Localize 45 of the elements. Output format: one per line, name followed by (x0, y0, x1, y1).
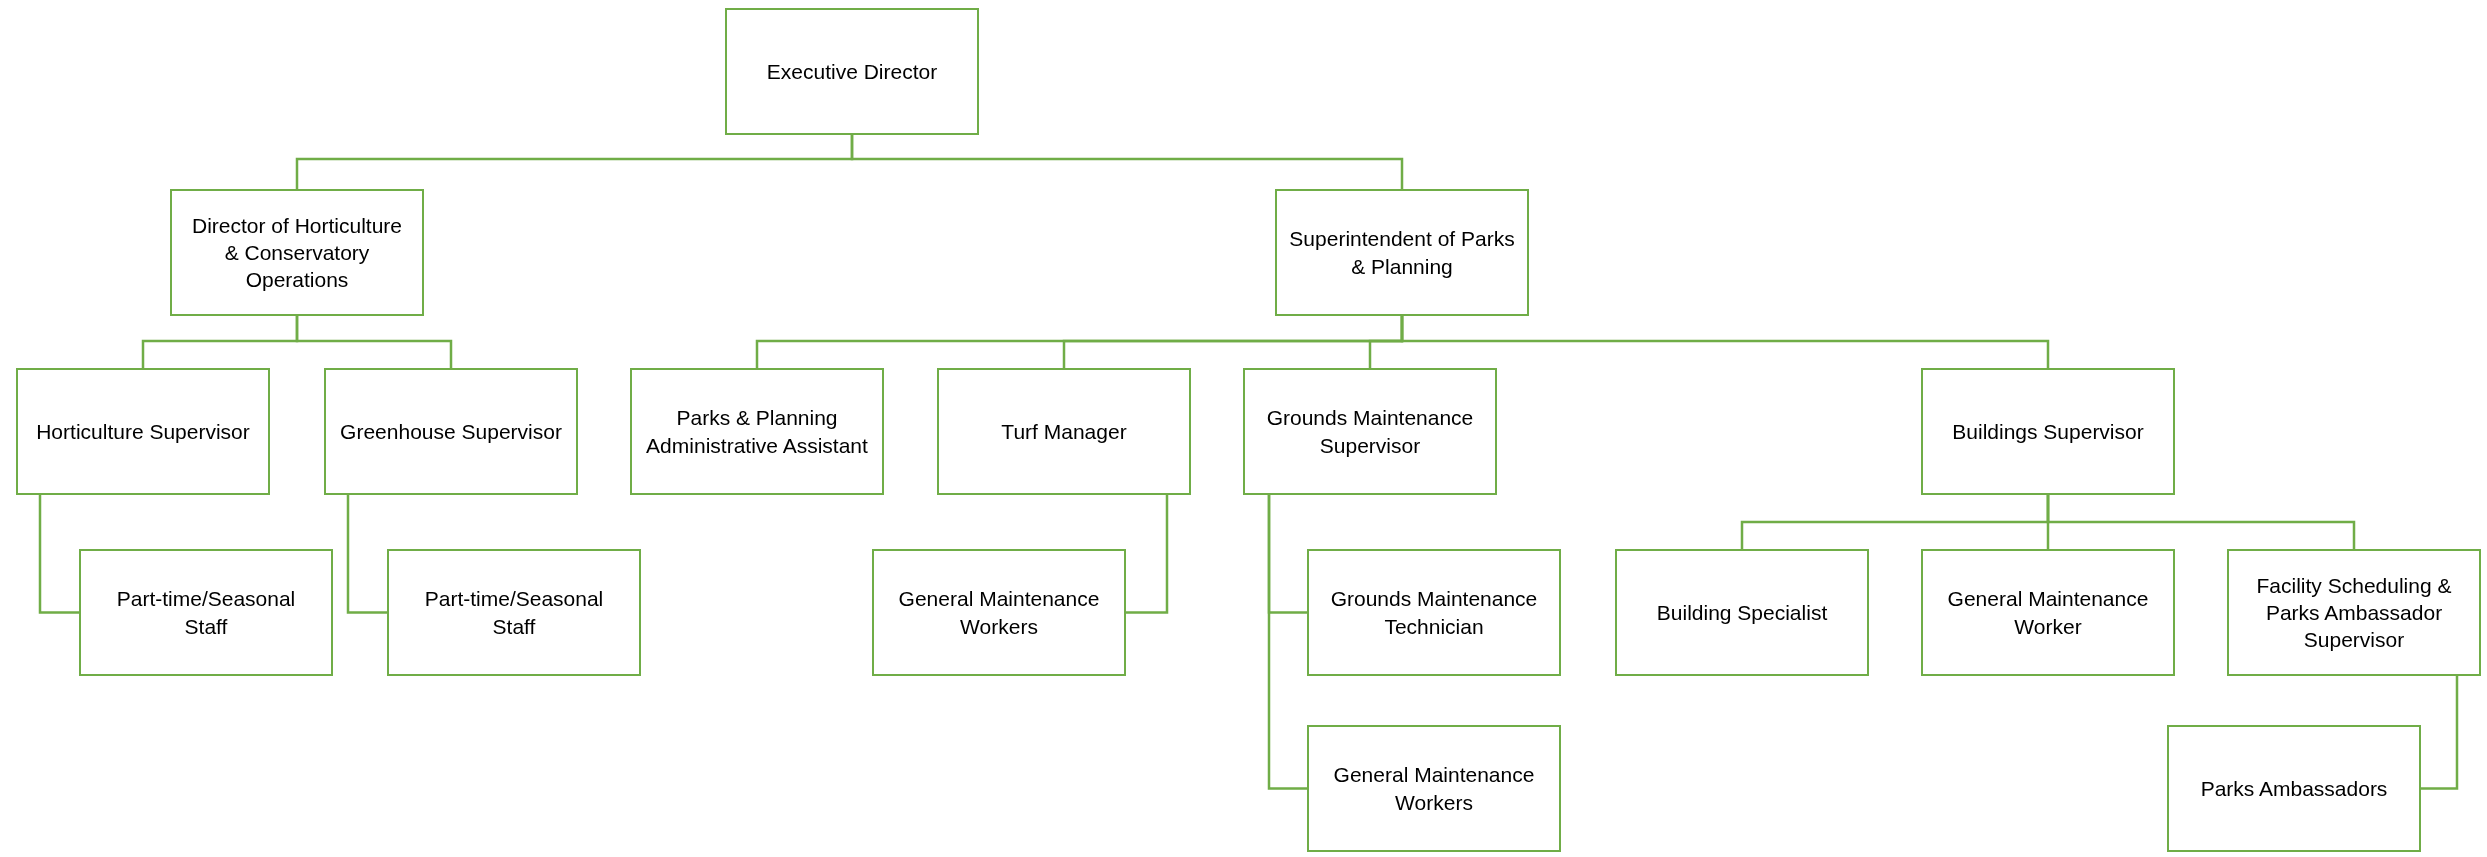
connector-line (850, 135, 1404, 189)
org-box (1307, 549, 1561, 676)
connector-line (2421, 676, 2459, 790)
org-box (1921, 368, 2175, 495)
role-title: General Maintenance Workers (1332, 762, 1536, 816)
role-title: Greenhouse Supervisor (340, 418, 562, 445)
role-title: Executive Director (766, 58, 938, 85)
role-title: Part-time/Seasonal Staff (423, 586, 605, 640)
org-box (725, 8, 979, 135)
connector-line (295, 316, 453, 368)
org-box (937, 368, 1191, 495)
role-title: Turf Manager (1001, 418, 1127, 445)
role-title: Parks Ambassadors (2200, 775, 2388, 802)
connector-line (2046, 495, 2356, 549)
connector-line (1400, 316, 2050, 368)
role-title: Grounds Maintenance Technician (1329, 586, 1539, 640)
org-box (1275, 189, 1529, 316)
org-box (872, 549, 1126, 676)
connector-line (1126, 495, 1169, 614)
role-title: Director of Horticulture & Conservatory Operations (190, 212, 404, 294)
org-box (630, 368, 884, 495)
org-box (79, 549, 333, 676)
org-box (16, 368, 270, 495)
org-box (2227, 549, 2481, 676)
org-box (2167, 725, 2421, 852)
org-box (1243, 368, 1497, 495)
role-title: Grounds Maintenance Supervisor (1265, 405, 1475, 459)
role-title: Horticulture Supervisor (36, 418, 250, 445)
connector-line (1267, 495, 1307, 790)
role-title: Buildings Supervisor (1952, 418, 2144, 445)
role-title: General Maintenance Worker (1946, 586, 2150, 640)
role-title: General Maintenance Workers (897, 586, 1101, 640)
role-title: Building Specialist (1656, 599, 1828, 626)
role-title: Facility Scheduling & Parks Ambassador Supervisor (2255, 572, 2453, 654)
connector-line (346, 495, 387, 614)
role-title: Parks & Planning Administrative Assistant (645, 405, 869, 459)
role-title: Superintendent of Parks & Planning (1289, 226, 1515, 280)
connector-line (38, 495, 79, 614)
org-box (1615, 549, 1869, 676)
org-box (1307, 725, 1561, 852)
org-box (324, 368, 578, 495)
org-box (1921, 549, 2175, 676)
org-box (170, 189, 424, 316)
role-title: Part-time/Seasonal Staff (115, 586, 297, 640)
org-box (387, 549, 641, 676)
